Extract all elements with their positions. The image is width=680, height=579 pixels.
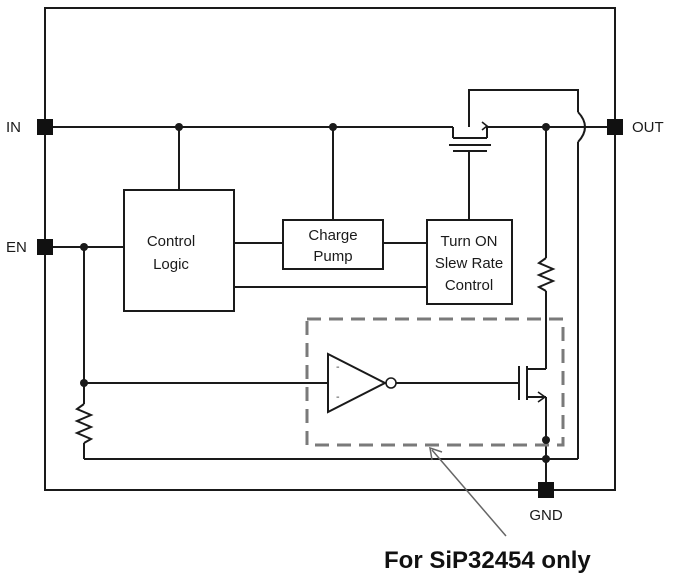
- pin-gnd-pad: [538, 482, 554, 498]
- pin-in-pad: [37, 119, 53, 135]
- slew-rate-block: [426, 219, 513, 305]
- discharge-resistor-symbol: [536, 257, 556, 292]
- junction-dot: [542, 123, 550, 131]
- control-logic-block: [123, 189, 235, 312]
- annotation-note: For SiP32454 only: [384, 547, 591, 574]
- junction-dot: [329, 123, 337, 131]
- slew-rate-label-3: Control: [445, 277, 493, 294]
- pin-out-pad: [607, 119, 623, 135]
- inverter-plus-mark: -: [336, 362, 340, 373]
- control-logic-label-2: Logic: [153, 256, 189, 273]
- charge-pump-block: [282, 219, 384, 270]
- pin-out-label: OUT: [632, 119, 664, 136]
- control-logic-label-1: Control: [147, 233, 195, 250]
- junction-dot: [80, 243, 88, 251]
- inverter-bubble: [385, 377, 397, 389]
- slew-rate-label-1: Turn ON: [441, 233, 498, 250]
- annotation-arrowhead: [429, 446, 443, 461]
- junction-dot: [80, 379, 88, 387]
- junction-dot: [175, 123, 183, 131]
- en-pulldown-resistor-symbol: [74, 403, 94, 444]
- optional-feature-dashed-box: [305, 317, 565, 447]
- inverter-symbol: [327, 352, 388, 414]
- charge-pump-label-2: Pump: [313, 248, 352, 265]
- pin-in-label: IN: [6, 119, 21, 136]
- pin-en-label: EN: [6, 239, 27, 256]
- junction-dot: [542, 455, 550, 463]
- sense-loop: [468, 89, 579, 127]
- annotation-pointer: [431, 449, 507, 537]
- pin-en-pad: [37, 239, 53, 255]
- inverter-minus-mark: -: [336, 392, 340, 403]
- charge-pump-label-1: Charge: [308, 227, 357, 244]
- slew-rate-label-2: Slew Rate: [435, 255, 503, 272]
- discharge-nmos-symbol: [518, 365, 547, 403]
- pin-gnd-label: GND: [529, 507, 563, 524]
- junction-dot: [542, 436, 550, 444]
